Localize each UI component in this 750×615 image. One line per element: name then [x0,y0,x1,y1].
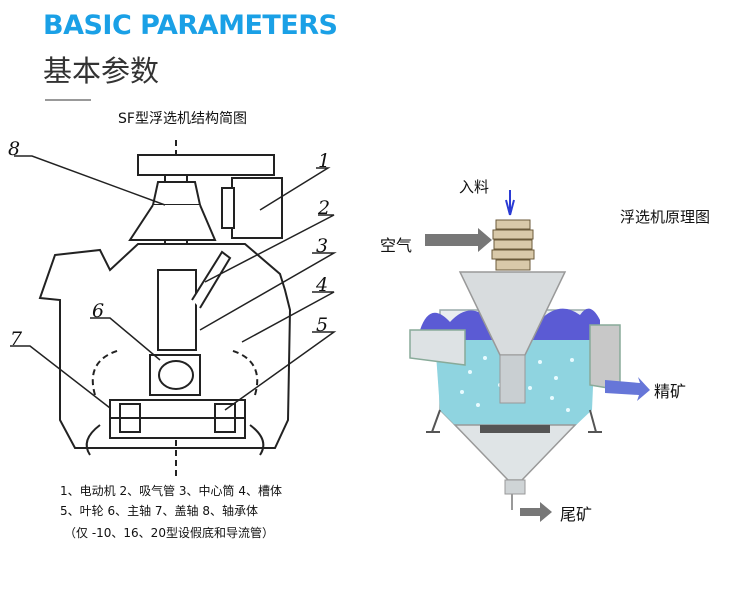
label-concentrate: 精矿 [654,382,687,401]
callout-6: 6 [92,300,105,322]
tailings-arrow [520,502,552,522]
label-feed: 入料 [459,178,490,196]
callout-3: 3 [316,235,329,257]
section-title-en: BASIC PARAMETERS [43,10,338,41]
cone-support [128,204,217,241]
feed-arrow [505,190,515,216]
callout-8: 8 [8,138,21,160]
bottom-cone [453,424,577,481]
callout-7: 7 [10,328,23,350]
callout-1: 1 [318,150,331,172]
air-arrow [425,228,492,252]
callout-4: 4 [316,274,329,296]
label-tailings: 尾矿 [560,505,593,524]
right-diagram-title: 浮选机原理图 [620,208,711,226]
feed-column [491,219,535,271]
legend-note: （仅 -10、16、20型设假底和导流管） [64,526,274,540]
legend-line-2: 5、叶轮 6、主轴 7、盖轴 8、轴承体 [60,504,258,518]
section-title-cn: 基本参数 [43,54,160,88]
callout-2: 2 [318,197,331,219]
legend-line-1: 1、电动机 2、吸气管 3、中心筒 4、槽体 [60,484,282,498]
title-underline [45,99,91,101]
top-plate [137,154,275,176]
label-air: 空气 [380,236,413,255]
launder [409,329,466,366]
center-tube [157,269,197,351]
callout-5: 5 [316,314,329,336]
suction-pipe [191,250,232,309]
left-diagram-title: SF型浮选机结构简图 [118,111,247,127]
motor [231,177,283,239]
concentrate-arrow [605,377,650,401]
right-impeller [480,425,550,433]
